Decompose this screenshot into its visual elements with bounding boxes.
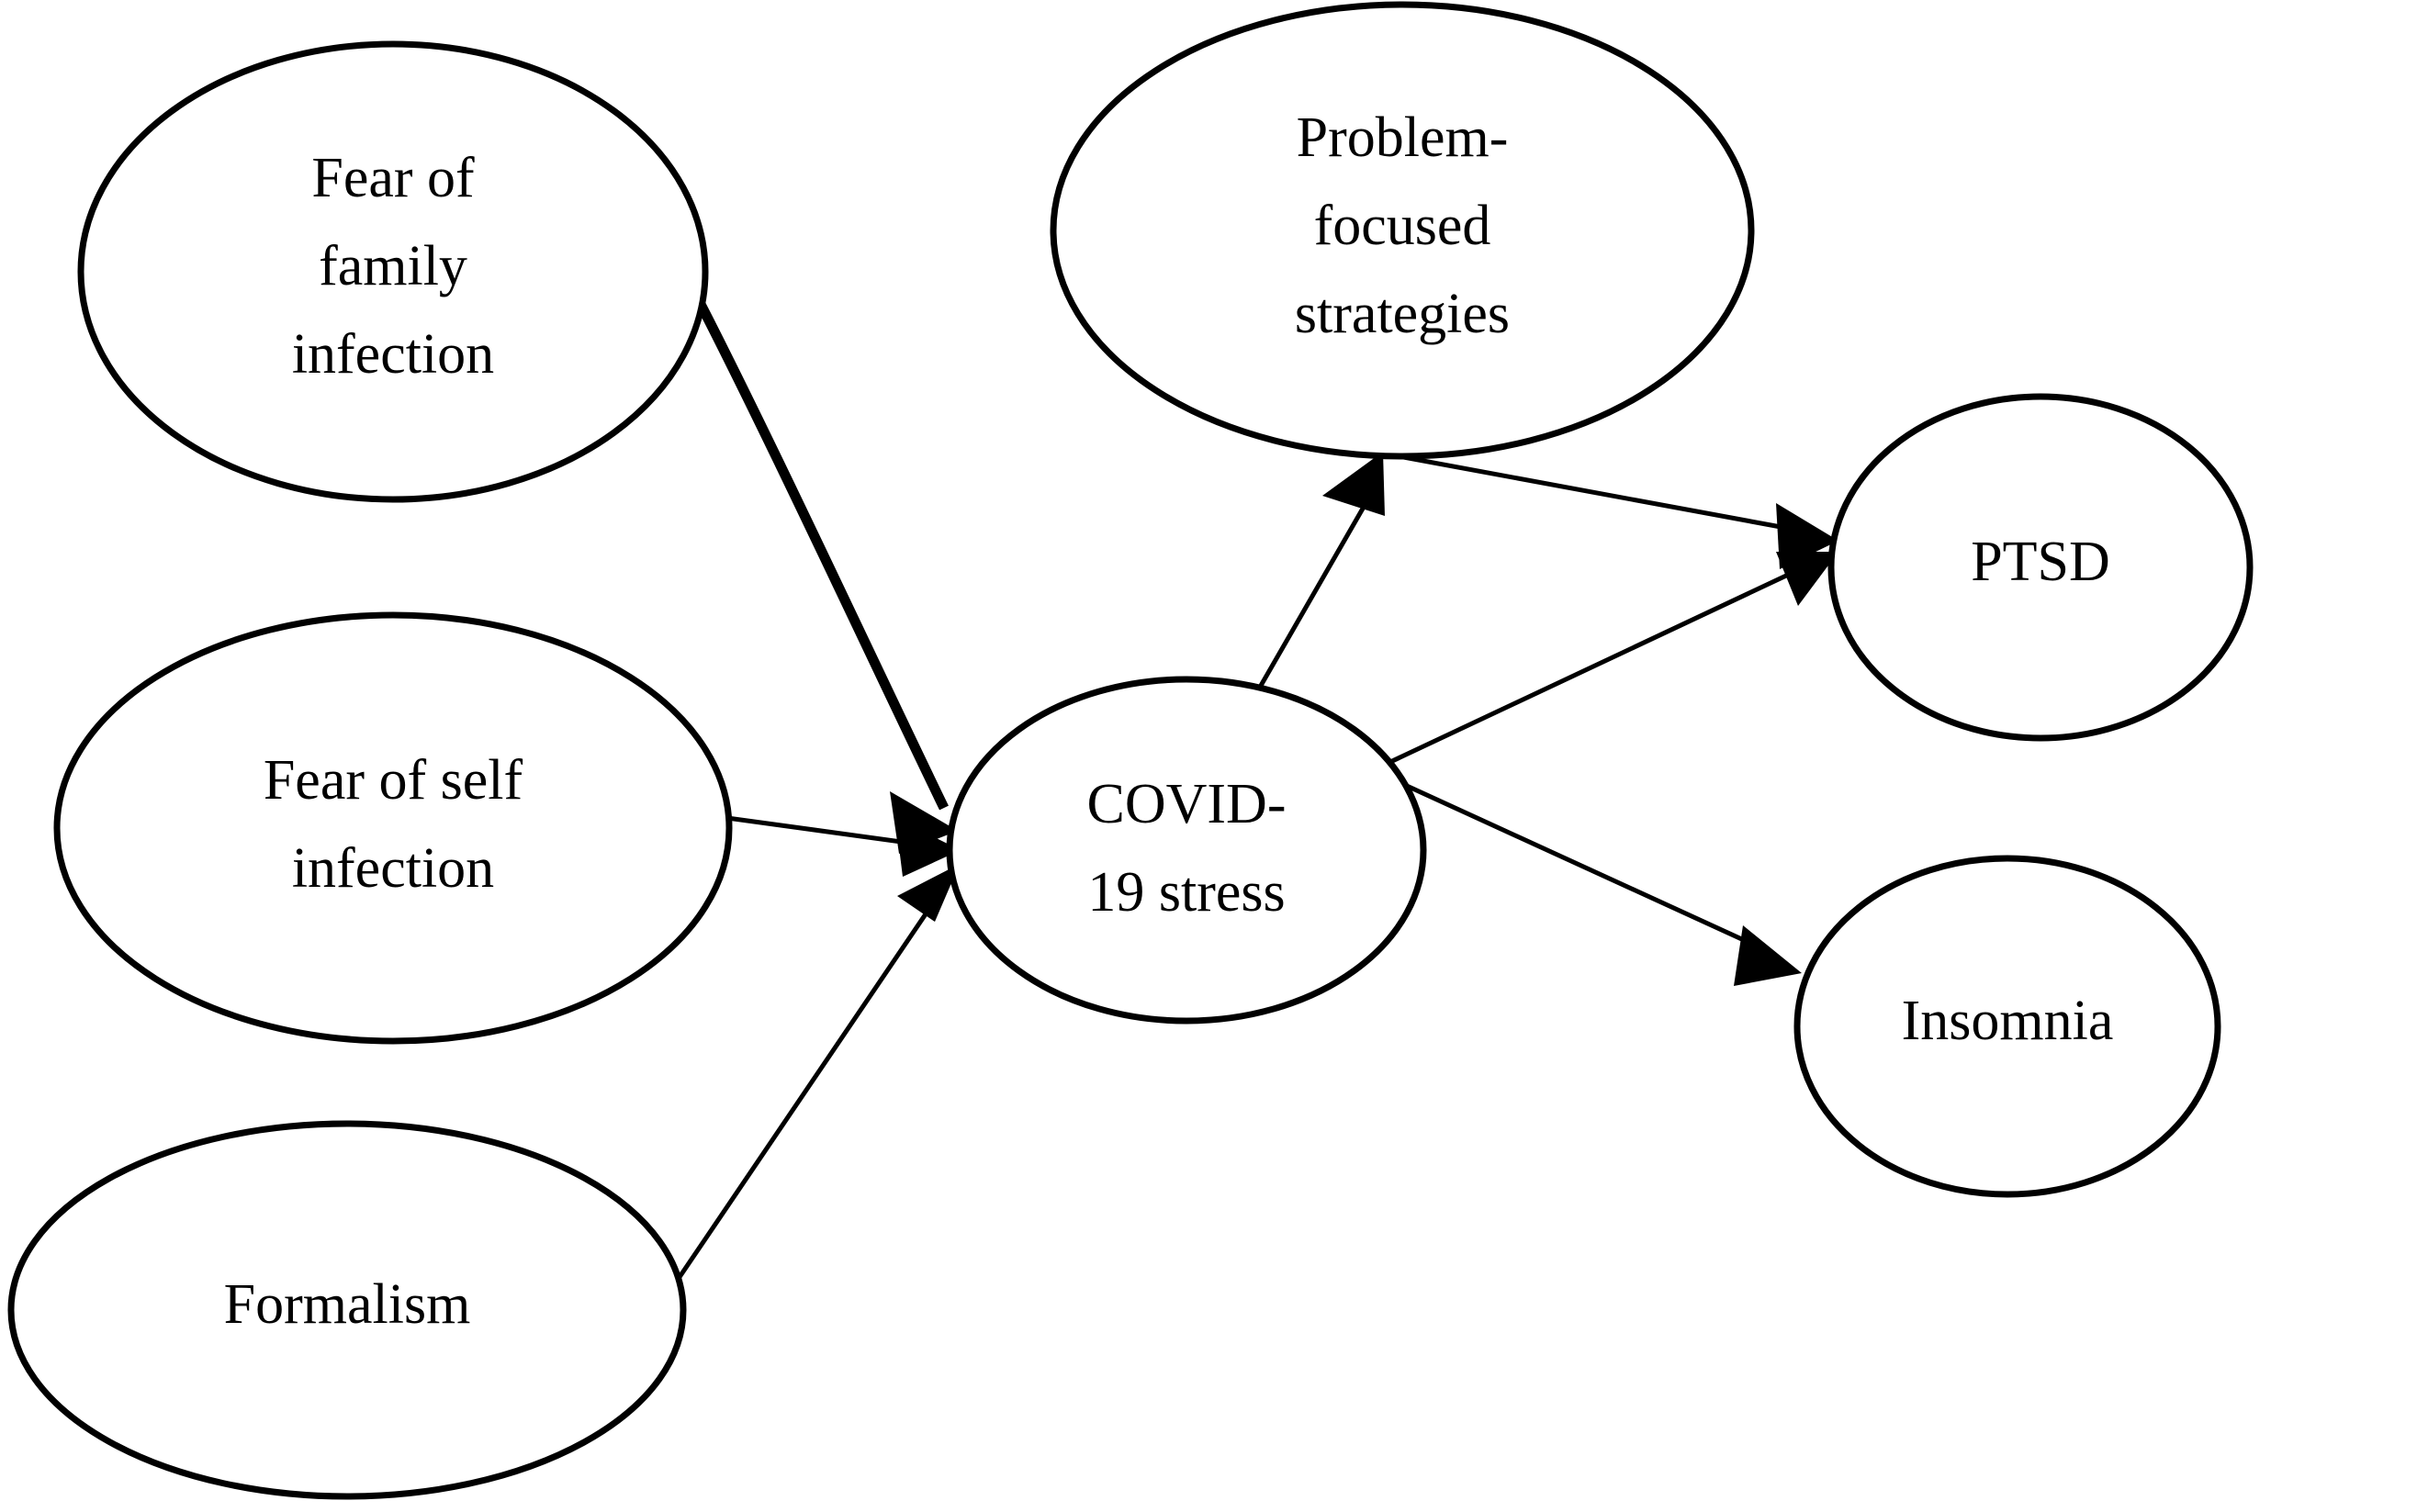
node-ellipse-shape xyxy=(1050,1,1755,460)
nodes-layer: Fear of family infection Fear of self in… xyxy=(7,1,2254,1500)
edge-fear-self-to-covid-stress[interactable] xyxy=(726,815,961,877)
edge-line xyxy=(1373,566,1802,772)
arrow-head-icon xyxy=(895,818,961,877)
node-label-line: Fear of self xyxy=(264,749,523,812)
node-formalism[interactable]: Formalism xyxy=(7,1120,687,1500)
edge-line xyxy=(689,287,949,811)
edge-covid-stress-to-insomnia[interactable] xyxy=(1373,768,1802,986)
node-fear-of-family-infection[interactable]: Fear of family infection xyxy=(77,40,709,503)
node-ellipse-shape xyxy=(1827,393,2254,742)
node-problem-focused-strategies[interactable]: Problem- focused strategies xyxy=(1050,1,1755,460)
edge-formalism-to-covid-stress[interactable] xyxy=(659,864,960,1305)
node-label-line: family xyxy=(319,235,467,297)
edge-problem-focused-to-ptsd[interactable] xyxy=(1388,452,1838,569)
edge-line xyxy=(1388,452,1802,533)
node-label-line: Problem- xyxy=(1297,106,1509,169)
node-label-line: strategies xyxy=(1295,283,1510,345)
node-label-line: PTSD xyxy=(1971,531,2110,593)
edge-fear-family-to-covid-stress[interactable] xyxy=(689,287,958,854)
node-insomnia[interactable]: Insomnia xyxy=(1793,855,2221,1198)
arrow-head-icon xyxy=(897,864,960,922)
node-ellipse-shape xyxy=(1793,855,2221,1198)
node-label-line: Formalism xyxy=(224,1273,471,1336)
node-label-line: Fear of xyxy=(311,147,475,209)
node-label-line: infection xyxy=(292,323,494,386)
node-ellipse-shape xyxy=(7,1120,687,1500)
node-ellipse-shape xyxy=(77,40,709,503)
node-ptsd[interactable]: PTSD xyxy=(1827,393,2254,742)
node-ellipse-shape xyxy=(946,676,1427,1025)
edge-line xyxy=(1255,494,1373,692)
node-label-line: 19 stress xyxy=(1087,861,1285,924)
node-ellipse-shape xyxy=(53,611,733,1045)
node-fear-of-self-infection[interactable]: Fear of self infection xyxy=(53,611,733,1045)
node-label-line: Insomnia xyxy=(1902,990,2114,1052)
edge-line xyxy=(659,893,941,1305)
edges-layer xyxy=(659,287,1838,1305)
edge-line xyxy=(1373,768,1758,948)
edge-covid-stress-to-problem-focused[interactable] xyxy=(1255,452,1385,692)
node-label-line: infection xyxy=(292,837,494,900)
node-label-line: COVID- xyxy=(1087,773,1287,835)
arrow-head-icon xyxy=(1776,552,1838,606)
edge-covid-stress-to-ptsd[interactable] xyxy=(1373,552,1838,772)
node-label-line: focused xyxy=(1314,195,1491,257)
arrow-head-icon xyxy=(1734,925,1802,986)
arrow-head-icon xyxy=(1322,452,1385,516)
node-covid-19-stress[interactable]: COVID- 19 stress xyxy=(946,676,1427,1025)
